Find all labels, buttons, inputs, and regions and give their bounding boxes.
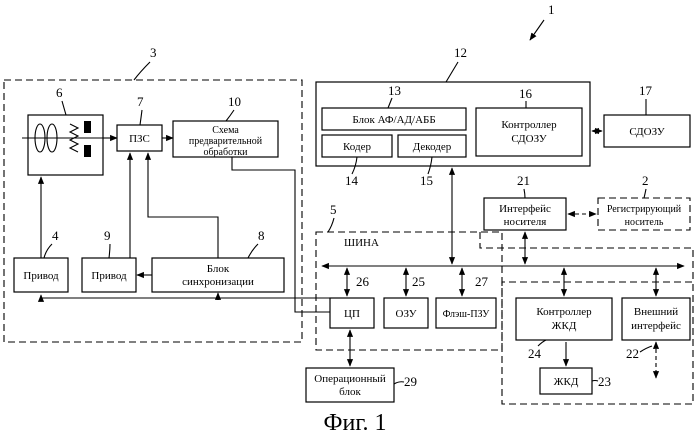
- ccd-label: ПЗС: [129, 133, 150, 145]
- op-label-line1: Операционный: [314, 373, 386, 385]
- lcd-label: ЖКД: [554, 376, 579, 388]
- sdram-block: СДОЗУ: [604, 115, 690, 147]
- recording-medium-block: Регистрирующий носитель: [598, 198, 690, 230]
- sync-block: Блок синхронизации: [152, 258, 284, 292]
- flash-label: Флэш-ПЗУ: [443, 309, 491, 320]
- sdram-ctrl-label-line1: Контроллер: [501, 119, 557, 131]
- ref-4: 4: [52, 228, 59, 243]
- af-label: Блок АФ/АД/АББ: [352, 114, 435, 126]
- ref-4-leader: [44, 244, 52, 258]
- ref-22: 22: [626, 346, 639, 361]
- coder-label: Кодер: [343, 141, 371, 153]
- lcd-ctrl-label-line2: ЖКД: [552, 320, 577, 332]
- sdram-controller-block: Контроллер СДОЗУ: [476, 108, 582, 156]
- preproc-label-line2: предварительной: [189, 136, 263, 147]
- ref-2: 2: [642, 173, 649, 188]
- sdram-ctrl-label-line2: СДОЗУ: [511, 133, 546, 145]
- ref-29: 29: [404, 374, 417, 389]
- ref-24: 24: [528, 346, 542, 361]
- ref-21: 21: [517, 173, 530, 188]
- lens-drive-label: Привод: [23, 270, 59, 282]
- ref-14: 14: [345, 173, 359, 188]
- af-ae-awb-block: Блок АФ/АД/АББ: [322, 108, 466, 130]
- external-interface-block: Внешний интерфейс: [622, 298, 690, 340]
- ref-10-leader: [226, 110, 234, 121]
- ccd-drive-label: Привод: [91, 270, 127, 282]
- media-if-label-line2: носителя: [504, 216, 547, 228]
- lens-drive-block: Привод: [14, 258, 68, 292]
- sync-to-ccd-arrow: [148, 153, 218, 258]
- coder-block: Кодер: [322, 135, 392, 157]
- junction-dot: [216, 296, 220, 300]
- lcd-block: ЖКД: [540, 368, 592, 394]
- ref-12-leader: [446, 62, 458, 82]
- ref-10: 10: [228, 94, 241, 109]
- ref-27: 27: [475, 274, 489, 289]
- ref-12: 12: [454, 45, 467, 60]
- ccd-drive-block: Привод: [82, 258, 136, 292]
- bus-label: ШИНА: [344, 237, 379, 249]
- preprocessing-block: Схема предварительной обработки: [173, 121, 278, 158]
- cpu-control-line: [41, 295, 330, 298]
- ref-5-leader: [328, 218, 334, 232]
- ref-5: 5: [330, 202, 337, 217]
- ram-label: ОЗУ: [396, 308, 417, 320]
- ref-8-leader: [248, 244, 258, 258]
- cpu-block: ЦП: [330, 298, 374, 328]
- ref-17: 17: [639, 83, 653, 98]
- ref-1: 1: [548, 2, 555, 17]
- figure-caption: Фиг. 1: [324, 410, 387, 436]
- ref-23-leader: [592, 381, 598, 382]
- ref-1-arrow: [530, 20, 544, 40]
- ref-2-leader: [644, 189, 646, 198]
- preproc-label-line3: обработки: [203, 147, 248, 158]
- lcd-controller-block: Контроллер ЖКД: [516, 298, 612, 340]
- ref-13: 13: [388, 83, 401, 98]
- ref-16: 16: [519, 86, 533, 101]
- ref-26: 26: [356, 274, 370, 289]
- ref-8: 8: [258, 228, 265, 243]
- ref-9: 9: [104, 228, 111, 243]
- ref-24-leader: [538, 340, 546, 346]
- ref-23: 23: [598, 374, 611, 389]
- media-if-label-line1: Интерфейс: [499, 203, 551, 215]
- ref-6-leader: [62, 101, 66, 115]
- ext-if-label-line1: Внешний: [634, 306, 678, 318]
- sync-label-line2: синхронизации: [182, 276, 254, 288]
- sdram-label: СДОЗУ: [629, 126, 664, 138]
- ram-block: ОЗУ: [384, 298, 428, 328]
- shutter-icon: [84, 121, 91, 133]
- ref-21-leader: [524, 189, 525, 198]
- operation-block: Операционный блок: [306, 368, 394, 402]
- ref-6: 6: [56, 85, 63, 100]
- medium-label-line1: Регистрирующий: [607, 204, 682, 215]
- decoder-label: Декодер: [413, 141, 452, 153]
- op-label-line2: блок: [339, 386, 361, 398]
- preproc-label-line1: Схема: [212, 125, 239, 136]
- ref-15: 15: [420, 173, 433, 188]
- decoder-block: Декодер: [398, 135, 466, 157]
- bus-unit-container-5: [316, 232, 502, 350]
- ref-7: 7: [137, 94, 144, 109]
- ref-7-leader: [140, 110, 142, 125]
- ref-22-leader: [640, 346, 652, 352]
- lens-unit-6: [22, 115, 117, 175]
- ref-9-leader: [109, 244, 110, 258]
- sync-label-line1: Блок: [207, 263, 230, 275]
- shutter-icon: [84, 145, 91, 157]
- ref-3-leader: [134, 62, 150, 80]
- cpu-label: ЦП: [344, 308, 360, 320]
- lcd-ctrl-label-line1: Контроллер: [536, 306, 592, 318]
- ref-29-leader: [394, 382, 404, 384]
- ccd-block: ПЗС: [117, 125, 162, 151]
- ref-3: 3: [150, 45, 157, 60]
- ref-25: 25: [412, 274, 425, 289]
- ext-if-label-line2: интерфейс: [631, 320, 681, 332]
- medium-label-line2: носитель: [625, 217, 664, 228]
- media-interface-block: Интерфейс носителя: [484, 198, 566, 230]
- flash-rom-block: Флэш-ПЗУ: [436, 298, 496, 328]
